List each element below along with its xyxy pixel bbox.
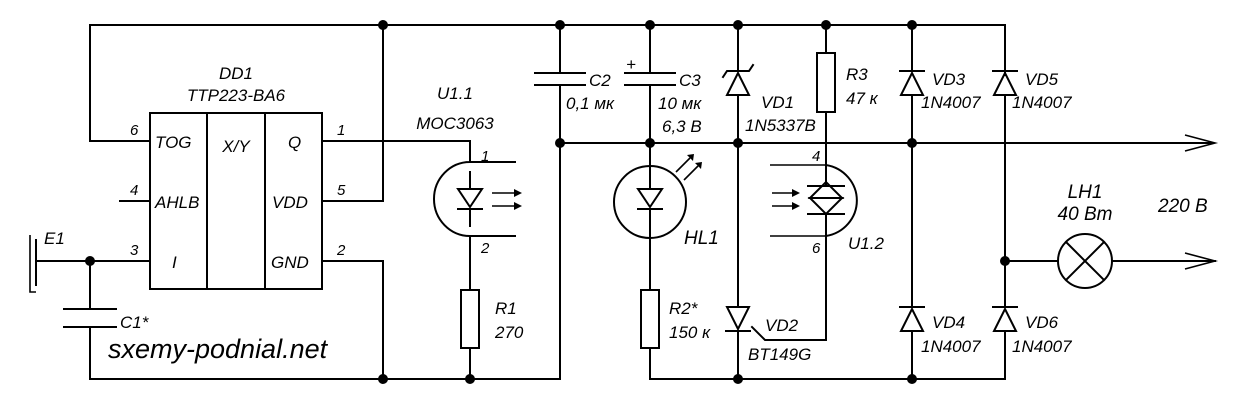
vd2-ref: VD2 — [765, 316, 799, 335]
c3-plus: + — [626, 55, 636, 74]
c2-ref: C2 — [589, 71, 611, 90]
thyristor-vd2: VD2 BT149G — [725, 306, 811, 364]
c2-value: 0,1 мк — [566, 94, 615, 113]
pin-q-label: Q — [288, 133, 301, 152]
lamp-lh1: LH1 40 Вт — [1057, 182, 1113, 289]
r3-ref: R3 — [846, 65, 868, 84]
output-arrows — [1184, 134, 1219, 270]
lamp-ref: LH1 — [1068, 182, 1103, 203]
opto1-pin2: 2 — [480, 240, 490, 257]
watermark: sxemy-podnial.net — [108, 334, 329, 364]
capacitor-c2: C2 0,1 мк — [534, 71, 615, 113]
pin-number-5: 5 — [337, 182, 346, 199]
pin-ahlb-label: AHLB — [154, 193, 199, 212]
hl1-ref: HL1 — [684, 228, 719, 249]
diode-vd5: VD5 1N4007 — [992, 70, 1072, 112]
diode-vd6: VD6 1N4007 — [992, 306, 1072, 356]
resistor-r1: R1 270 — [460, 289, 524, 349]
lamp-power: 40 Вт — [1058, 204, 1113, 225]
pin-number-4: 4 — [130, 182, 138, 199]
resistor-r3: R3 47 к — [816, 52, 879, 113]
vd1-part: 1N5337B — [745, 116, 816, 135]
pin-i-label: I — [172, 253, 177, 272]
pin-tog-label: TOG — [155, 133, 192, 152]
r2-ref: R2* — [669, 299, 699, 318]
ic-part: TTP223-BA6 — [187, 86, 286, 105]
opto1-part: MOC3063 — [416, 114, 494, 133]
pin-number-2: 2 — [336, 242, 346, 259]
pin-number-6: 6 — [130, 122, 139, 139]
vd5-ref: VD5 — [1025, 70, 1059, 89]
ic-dd1: DD1 TTP223-BA6 TOG AHLB I X/Y Q VDD GND … — [130, 64, 346, 290]
c3-value: 10 мк — [658, 94, 702, 113]
r2-value: 150 к — [669, 323, 711, 342]
pin-number-3: 3 — [130, 242, 139, 259]
opto2-pin4: 4 — [812, 148, 820, 165]
pin-vdd-label: VDD — [272, 193, 308, 212]
diode-vd4: VD4 1N4007 — [899, 306, 981, 356]
capacitor-c3: + C3 10 мк 6,3 В — [624, 55, 702, 136]
diode-vd3: VD3 1N4007 — [899, 70, 981, 112]
mains-voltage-label: 220 В — [1157, 196, 1208, 217]
opto2-ref: U1.2 — [848, 234, 884, 253]
opto1-ref: U1.1 — [437, 84, 473, 103]
c3-voltage: 6,3 В — [662, 117, 702, 136]
opto2-pin6: 6 — [812, 240, 821, 257]
sensor-ref: E1 — [44, 229, 65, 248]
pin-number-1: 1 — [337, 122, 345, 139]
vd3-part: 1N4007 — [921, 93, 981, 112]
opto1-pin1: 1 — [481, 148, 489, 165]
vd3-ref: VD3 — [932, 70, 966, 89]
resistor-r2: R2* 150 к — [640, 289, 711, 349]
vd2-part: BT149G — [748, 345, 811, 364]
capacitor-c1: C1* — [63, 308, 150, 332]
zener-vd1: VD1 1N5337B — [721, 63, 816, 135]
vd4-part: 1N4007 — [921, 337, 981, 356]
vd1-ref: VD1 — [761, 93, 794, 112]
pin-gnd-label: GND — [271, 253, 309, 272]
junction-dots — [85, 20, 1010, 384]
r1-value: 270 — [494, 323, 524, 342]
led-hl1: HL1 — [613, 154, 719, 249]
r1-ref: R1 — [495, 299, 517, 318]
optocoupler-u1-1: U1.1 MOC3063 1 2 — [416, 84, 522, 257]
ic-ref: DD1 — [219, 64, 253, 83]
vd5-part: 1N4007 — [1012, 93, 1072, 112]
vd6-part: 1N4007 — [1012, 337, 1072, 356]
c3-ref: C3 — [679, 71, 701, 90]
sensor-e1: E1 — [29, 229, 65, 293]
vd6-ref: VD6 — [1025, 313, 1059, 332]
optocoupler-u1-2: 4 6 U1.2 — [772, 148, 884, 257]
pin-xy-label: X/Y — [221, 137, 251, 156]
r3-value: 47 к — [846, 89, 879, 108]
c1-ref: C1* — [120, 313, 150, 332]
vd4-ref: VD4 — [932, 313, 965, 332]
wires — [35, 24, 1216, 380]
